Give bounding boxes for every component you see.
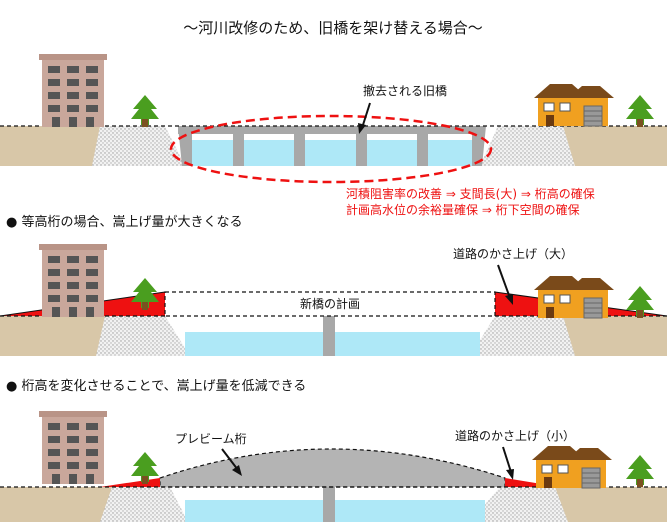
panel-3-heading: ● 桁高を変化させることで、嵩上げ量を低減できる bbox=[6, 378, 306, 394]
preflex-girder-label: プレビーム桁 bbox=[175, 432, 247, 446]
apartment-building-icon bbox=[39, 244, 107, 317]
tree-icon bbox=[626, 455, 654, 487]
center-pier bbox=[323, 316, 335, 356]
old-bridge-arrow bbox=[361, 102, 371, 129]
new-bridge-plan bbox=[164, 291, 496, 317]
preflex-girder bbox=[159, 448, 506, 488]
panel-3-variable-girder: プレビーム桁 道路のかさ上げ（小） bbox=[0, 411, 667, 522]
tree-icon bbox=[131, 95, 159, 127]
road-raise-large-label: 道路のかさ上げ（大） bbox=[453, 246, 573, 261]
house-icon bbox=[533, 83, 615, 127]
new-bridge-label: 新橋の計画 bbox=[300, 296, 360, 311]
apartment-building-icon bbox=[39, 411, 107, 484]
old-bridge-piers bbox=[233, 134, 428, 166]
note-line-2: 計画高水位の余裕量確保 ⇒ 桁下空間の確保 bbox=[346, 202, 580, 217]
girder-label-arrow bbox=[221, 448, 239, 471]
panel-2-heading: ● 等高桁の場合、嵩上げ量が大きくなる bbox=[6, 214, 242, 230]
old-bridge-label: 撤去される旧橋 bbox=[363, 83, 447, 98]
tree-icon bbox=[626, 95, 654, 127]
house-icon bbox=[533, 275, 615, 319]
left-bank bbox=[0, 126, 100, 166]
old-bridge-deck bbox=[178, 126, 483, 134]
note-line-1: 河積阻害率の改善 ⇒ 支間長(大) ⇒ 桁高の確保 bbox=[346, 186, 595, 201]
left-road-raise-fill bbox=[100, 478, 160, 487]
house-icon bbox=[531, 445, 613, 489]
right-bank bbox=[563, 126, 667, 166]
left-slope bbox=[92, 126, 185, 166]
right-slope bbox=[480, 126, 575, 166]
panel-2-level-girder: 新橋の計画 道路のかさ上げ（大） bbox=[0, 244, 667, 356]
removal-highlight-ellipse bbox=[169, 114, 493, 184]
panel-1-old-bridge: 撤去される旧橋 河積阻害率の改善 ⇒ 支間長(大) ⇒ 桁高の確保 計画高水位の… bbox=[0, 54, 667, 217]
diagram-title: 〜河川改修のため、旧橋を架け替える場合〜 bbox=[183, 19, 483, 37]
road-raise-arrow bbox=[502, 446, 512, 473]
road-raise-small-label: 道路のかさ上げ（小） bbox=[455, 428, 575, 443]
apartment-building-icon bbox=[39, 54, 107, 127]
road-raise-arrow bbox=[497, 264, 511, 299]
center-pier bbox=[323, 487, 335, 522]
